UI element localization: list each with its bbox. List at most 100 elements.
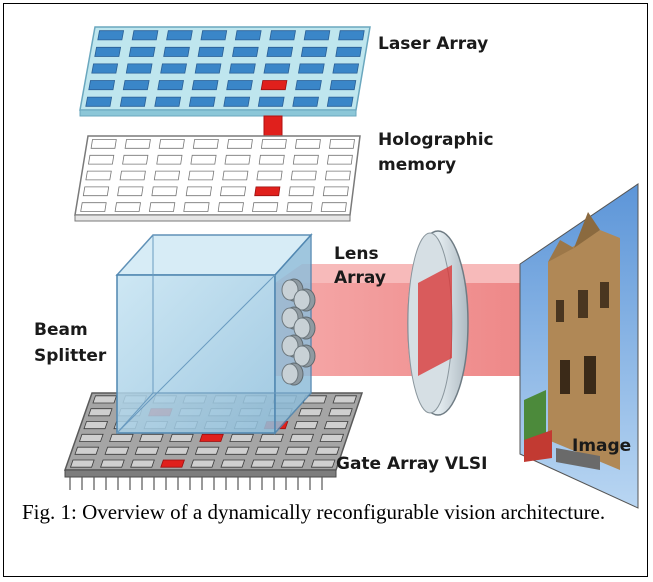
gate-cell xyxy=(78,433,104,442)
beam-splitter-cube xyxy=(115,233,313,435)
gate-cell xyxy=(285,446,310,455)
gate-cell xyxy=(169,433,194,442)
laser-cell-active xyxy=(260,80,288,91)
gate-cell xyxy=(109,433,134,442)
laser-cell xyxy=(166,30,193,41)
label-holographic: Holographic xyxy=(378,130,494,150)
laser-cell xyxy=(122,80,150,91)
gate-cell xyxy=(220,459,246,468)
laser-cell xyxy=(266,46,294,57)
laser-cell xyxy=(119,96,147,107)
memory-cell xyxy=(148,202,176,212)
laser-cell xyxy=(131,30,159,41)
gate-cell xyxy=(190,459,216,468)
label-image: Image xyxy=(572,436,632,456)
laser-cell xyxy=(160,63,187,74)
memory-cell xyxy=(119,170,146,181)
holographic-memory-plate xyxy=(74,135,361,222)
label-gate-array: Gate Array VLSI xyxy=(336,454,488,474)
label-splitter: Splitter xyxy=(34,346,107,366)
memory-cell xyxy=(219,186,247,197)
laser-cell xyxy=(257,96,285,107)
lenslet xyxy=(281,335,299,357)
holographic-cells xyxy=(80,139,355,212)
laser-cell xyxy=(292,96,319,107)
laser-cell xyxy=(197,46,225,57)
memory-cell xyxy=(217,202,244,212)
gate-cell xyxy=(83,421,109,430)
memory-cell xyxy=(222,170,249,181)
laser-cell xyxy=(335,46,362,57)
laser-cell xyxy=(154,96,182,107)
gate-cell-active xyxy=(160,459,185,468)
lenslet xyxy=(281,307,299,329)
label-array: Array xyxy=(334,268,386,288)
label-laser-array: Laser Array xyxy=(378,34,489,54)
laser-array-plate xyxy=(79,26,371,117)
gate-cell xyxy=(319,433,345,442)
lenslet xyxy=(281,363,299,385)
laser-cell xyxy=(157,80,184,91)
memory-cell xyxy=(185,186,212,197)
memory-cell xyxy=(85,170,112,181)
laser-cell xyxy=(88,80,116,91)
laser-cell xyxy=(226,80,253,91)
memory-cell xyxy=(122,154,149,165)
gate-cell xyxy=(194,446,220,455)
memory-cell xyxy=(114,202,141,212)
memory-cell xyxy=(322,186,349,197)
gate-cell xyxy=(74,446,100,455)
gate-pins xyxy=(69,477,323,490)
lens-array xyxy=(281,278,316,386)
memory-cell xyxy=(329,139,355,149)
memory-cell xyxy=(224,154,251,165)
laser-cell xyxy=(232,46,259,57)
gate-cell xyxy=(323,421,349,430)
memory-cell xyxy=(294,139,321,149)
memory-cell xyxy=(226,139,253,149)
gate-cell xyxy=(229,433,254,442)
laser-cell xyxy=(194,63,222,74)
gate-cell xyxy=(293,421,319,430)
memory-cell xyxy=(320,202,347,212)
lenslet xyxy=(293,289,311,311)
memory-cell xyxy=(156,154,183,165)
memory-cell xyxy=(183,202,210,212)
laser-cell xyxy=(263,63,291,74)
gate-cell xyxy=(87,408,113,417)
laser-cell xyxy=(234,30,262,41)
laser-cell xyxy=(223,96,251,107)
laser-cell xyxy=(128,46,156,57)
gate-cell xyxy=(139,433,164,442)
laser-cell xyxy=(298,63,325,74)
laser-cell xyxy=(338,30,365,41)
memory-cell xyxy=(288,186,315,197)
memory-cell xyxy=(158,139,185,149)
label-lens: Lens xyxy=(334,244,379,264)
laser-cell xyxy=(329,80,357,91)
label-memory: memory xyxy=(378,155,457,175)
focusing-lens xyxy=(407,230,469,416)
laser-cell xyxy=(85,96,113,107)
memory-cell xyxy=(153,170,181,181)
memory-cell xyxy=(88,154,115,165)
gate-cell xyxy=(100,459,125,468)
gate-cell xyxy=(130,459,155,468)
laser-cell xyxy=(91,63,119,74)
memory-cell xyxy=(80,202,107,212)
memory-cell xyxy=(324,170,351,181)
gate-cell xyxy=(250,459,276,468)
memory-cell xyxy=(82,186,110,197)
gate-cell xyxy=(298,408,323,417)
laser-cell xyxy=(300,46,328,57)
memory-cell xyxy=(190,154,217,165)
laser-cell xyxy=(188,96,216,107)
figure-border xyxy=(3,3,648,577)
gate-cell xyxy=(259,433,284,442)
memory-cell xyxy=(326,154,353,165)
lenslet xyxy=(293,345,311,367)
gate-cell xyxy=(289,433,315,442)
memory-cell xyxy=(260,139,287,149)
gate-cell xyxy=(69,459,95,468)
